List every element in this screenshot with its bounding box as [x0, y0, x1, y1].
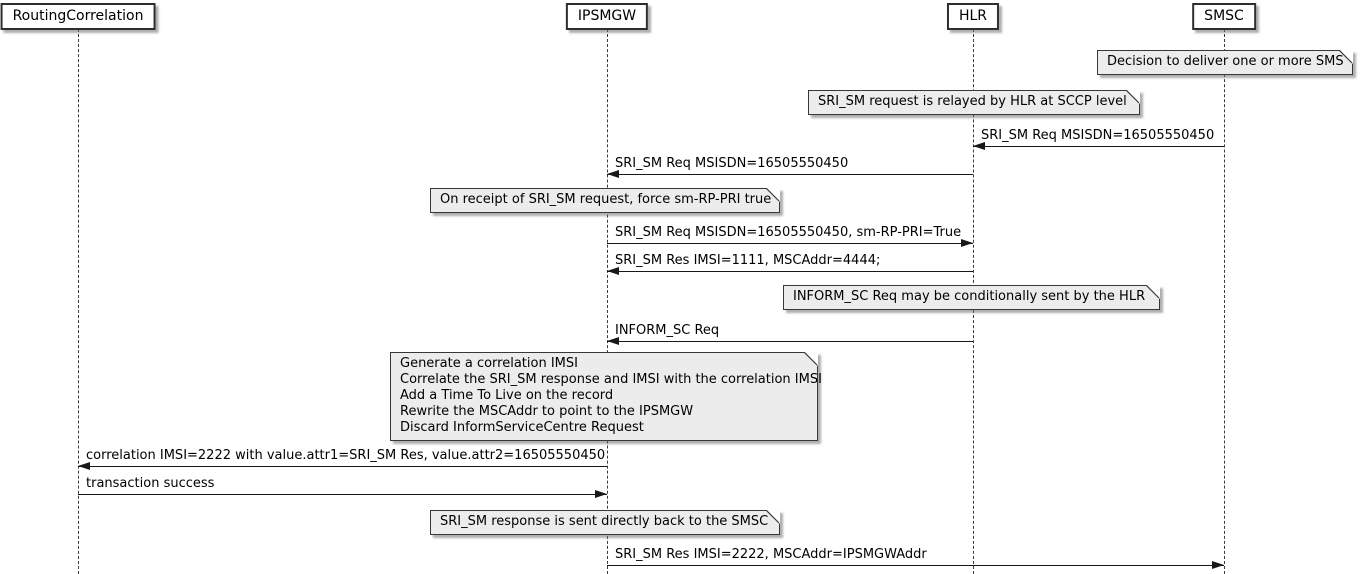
note: On receipt of SRI_SM request, force sm-R…	[430, 188, 780, 213]
message-arrow-ipsmgw-to-routingcorrelation	[78, 462, 607, 470]
arrowhead-icon	[607, 267, 619, 275]
note: Decision to deliver one or more SMS	[1097, 50, 1353, 75]
arrowhead-icon	[607, 337, 619, 345]
participant-label: RoutingCorrelation	[12, 8, 144, 24]
note-fold-icon	[1339, 50, 1353, 64]
note-line: INFORM_SC Req may be conditionally sent …	[793, 289, 1146, 304]
participant-box-smsc: SMSC	[1192, 3, 1256, 30]
participant-box-ipsmgw: IPSMGW	[565, 3, 649, 30]
note-line: Rewrite the MSCAddr to point to the IPSM…	[400, 404, 694, 419]
lifeline-routingcorrelation	[77, 29, 79, 574]
message-label: SRI_SM Res IMSI=2222, MSCAddr=IPSMGWAddr	[615, 547, 927, 562]
note-line: SRI_SM response is sent directly back to…	[440, 514, 769, 529]
message-label: correlation IMSI=2222 with value.attr1=S…	[86, 448, 606, 463]
participant-label: SMSC	[1204, 8, 1244, 24]
lifeline-smsc	[1223, 29, 1225, 574]
message-label: SRI_SM Req MSISDN=16505550450	[981, 128, 1215, 143]
note-line: SRI_SM request is relayed by HLR at SCCP…	[818, 94, 1127, 109]
note-fold-icon	[804, 352, 818, 366]
message-arrow-smsc-to-hlr	[973, 142, 1224, 150]
message-arrow-routingcorrelation-to-ipsmgw	[78, 490, 607, 498]
note-line: Discard InformServiceCentre Request	[400, 420, 644, 435]
note: SRI_SM response is sent directly back to…	[430, 510, 780, 535]
message-arrow-hlr-to-ipsmgw	[607, 267, 973, 275]
note: SRI_SM request is relayed by HLR at SCCP…	[808, 90, 1140, 115]
note: INFORM_SC Req may be conditionally sent …	[783, 285, 1160, 310]
message-arrow-ipsmgw-to-smsc	[607, 561, 1224, 569]
note-fold-icon	[1126, 90, 1140, 104]
participant-label: HLR	[958, 8, 988, 24]
message-label: transaction success	[86, 476, 215, 491]
arrowhead-icon	[1212, 561, 1224, 569]
message-label: SRI_SM Req MSISDN=16505550450, sm-RP-PRI…	[615, 225, 962, 240]
arrowhead-icon	[961, 239, 973, 247]
note-line: Add a Time To Live on the record	[400, 388, 614, 403]
message-arrow-hlr-to-ipsmgw	[607, 170, 973, 178]
note-line: Generate a correlation IMSI	[400, 356, 578, 371]
note-fold-icon	[766, 510, 780, 524]
message-label: SRI_SM Req MSISDN=16505550450	[615, 156, 849, 171]
note-line: On receipt of SRI_SM request, force sm-R…	[440, 192, 772, 207]
arrowhead-icon	[973, 142, 985, 150]
lifeline-ipsmgw	[606, 29, 608, 574]
message-label: INFORM_SC Req	[615, 323, 720, 338]
message-arrow-hlr-to-ipsmgw	[607, 337, 973, 345]
participant-box-hlr: HLR	[946, 3, 1000, 30]
note-fold-icon	[1146, 285, 1160, 299]
arrowhead-icon	[607, 170, 619, 178]
note-line: Correlate the SRI_SM response and IMSI w…	[400, 372, 822, 387]
arrowhead-icon	[78, 462, 90, 470]
message-label: SRI_SM Res IMSI=1111, MSCAddr=4444;	[615, 253, 881, 268]
participant-label: IPSMGW	[577, 8, 637, 24]
arrowhead-icon	[595, 490, 607, 498]
participant-box-routingcorrelation: RoutingCorrelation	[0, 3, 156, 30]
message-arrow-ipsmgw-to-hlr	[607, 239, 973, 247]
note-fold-icon	[766, 188, 780, 202]
note-line: Decision to deliver one or more SMS	[1107, 54, 1344, 69]
